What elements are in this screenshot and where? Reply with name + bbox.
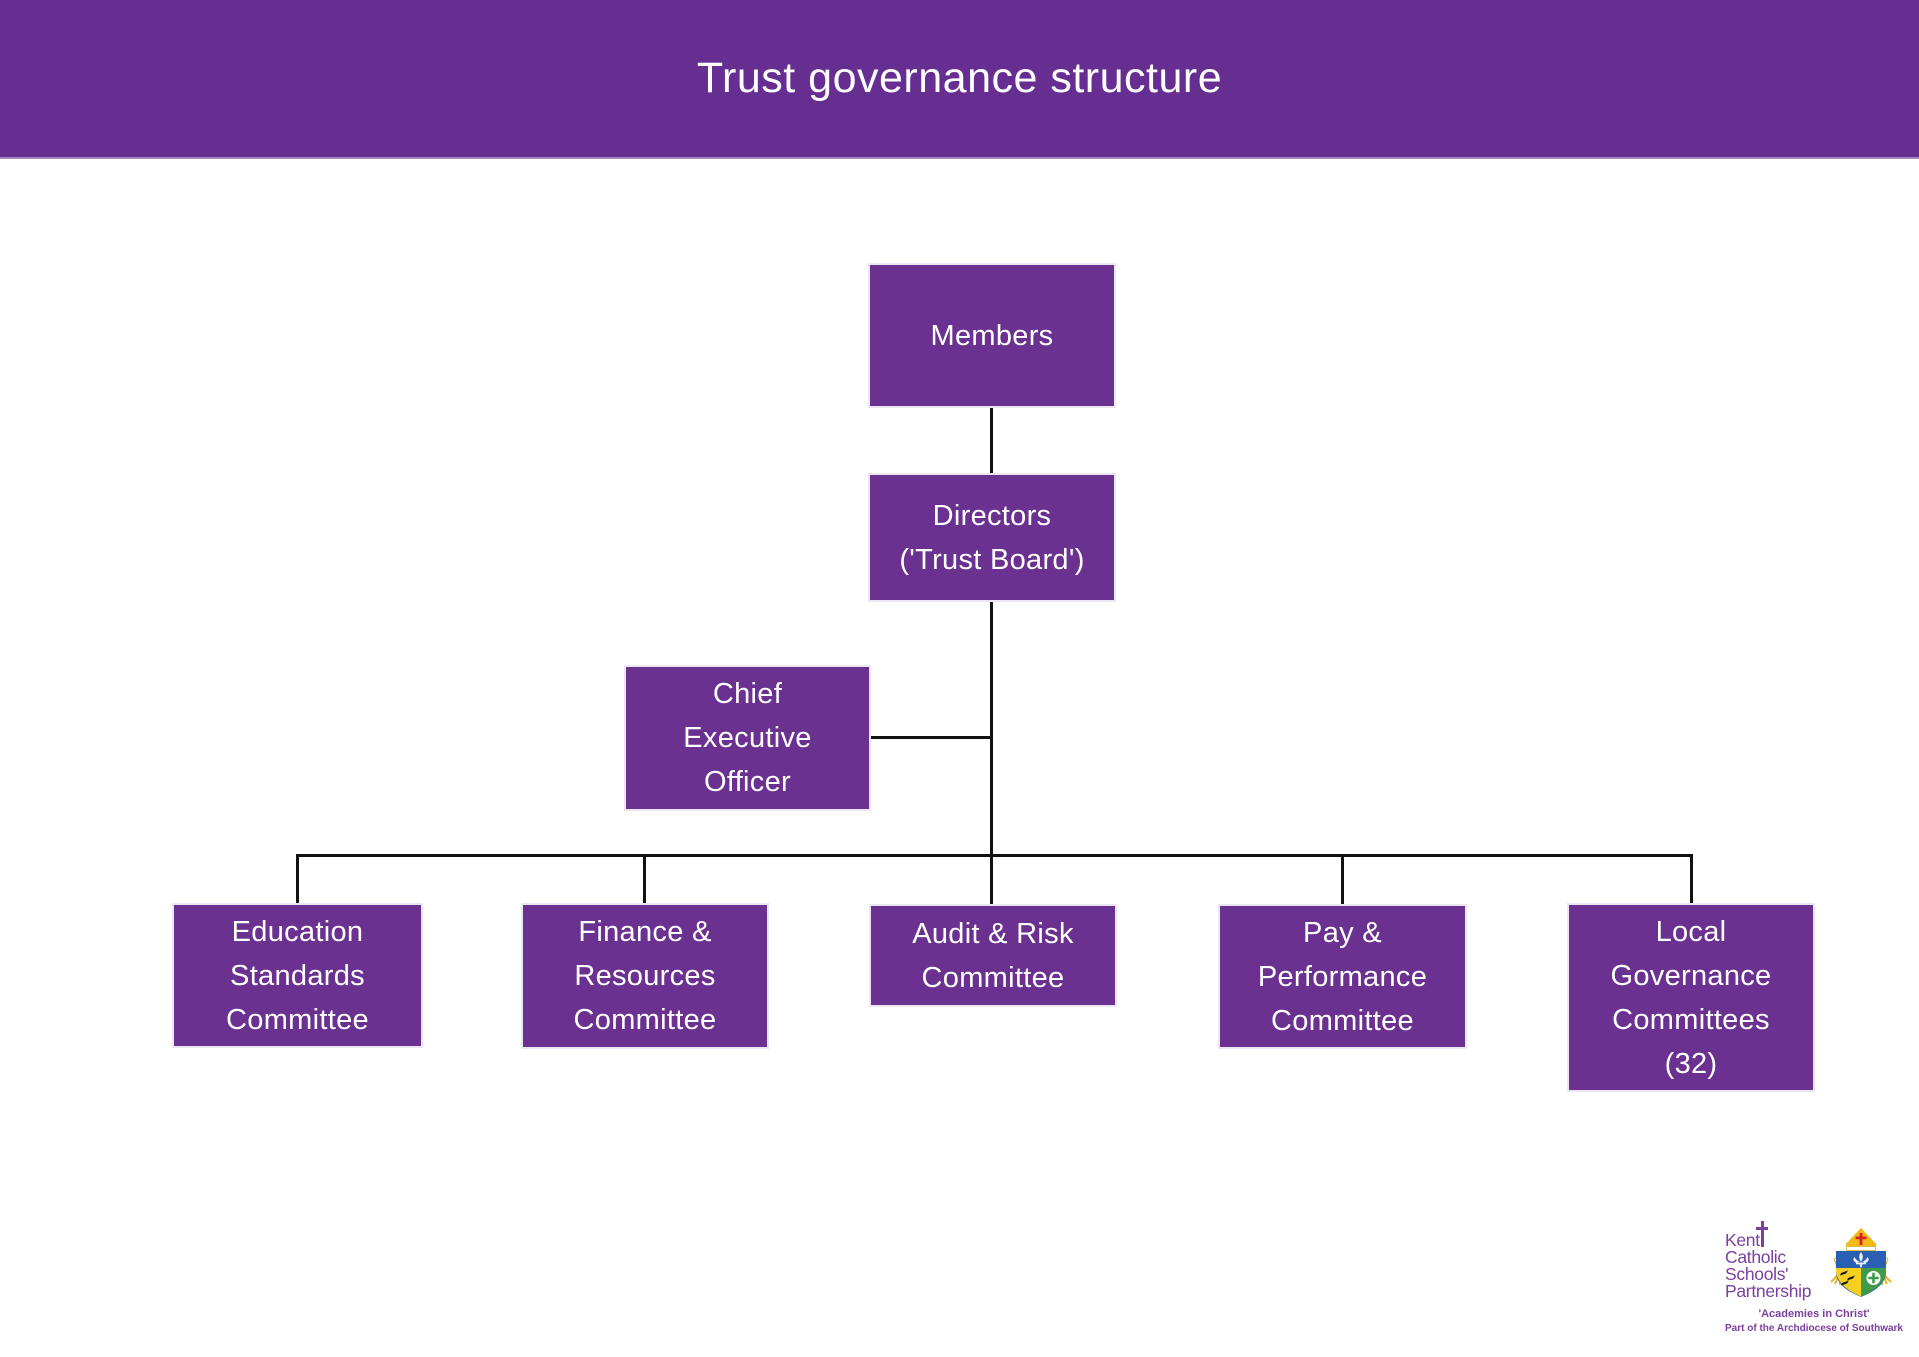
node-education-standards-committee: Education Standards Committee [172, 903, 423, 1048]
connector-members-directors [990, 408, 993, 473]
page-title: Trust governance structure [696, 54, 1223, 102]
logo-row: Kent Catholic Schools' Partnership [1725, 1220, 1903, 1300]
node-local-governance-committees: Local Governance Committees (32) [1567, 903, 1815, 1092]
logo-tagline-academies: 'Academies in Christ' [1758, 1308, 1870, 1320]
connector-ceo [871, 736, 992, 739]
cross-icon [1756, 1221, 1768, 1247]
header-banner: Trust governance structure [0, 0, 1919, 159]
org-logo: Kent Catholic Schools' Partnership [1725, 1220, 1903, 1334]
connector-drop-local [1690, 854, 1693, 903]
node-directors-trust-board: Directors ('Trust Board') [868, 473, 1116, 602]
node-pay-performance-committee: Pay & Performance Committee [1218, 904, 1467, 1049]
crest-icon [1830, 1226, 1892, 1297]
node-audit-risk-committee: Audit & Risk Committee [869, 904, 1117, 1007]
node-finance-resources-committee: Finance & Resources Committee [521, 903, 769, 1049]
connector-drop-education [296, 854, 299, 903]
node-chief-executive-officer: Chief Executive Officer [624, 665, 871, 811]
logo-org-name: Kent Catholic Schools' Partnership [1725, 1220, 1825, 1300]
connector-drop-pay [1341, 854, 1344, 904]
connector-directors-trunk [990, 602, 993, 904]
logo-tagline-archdiocese: Part of the Archdiocese of Southwark [1725, 1323, 1903, 1334]
connector-committees-rail [296, 854, 1693, 857]
connector-drop-finance [643, 854, 646, 903]
node-members: Members [868, 263, 1116, 408]
